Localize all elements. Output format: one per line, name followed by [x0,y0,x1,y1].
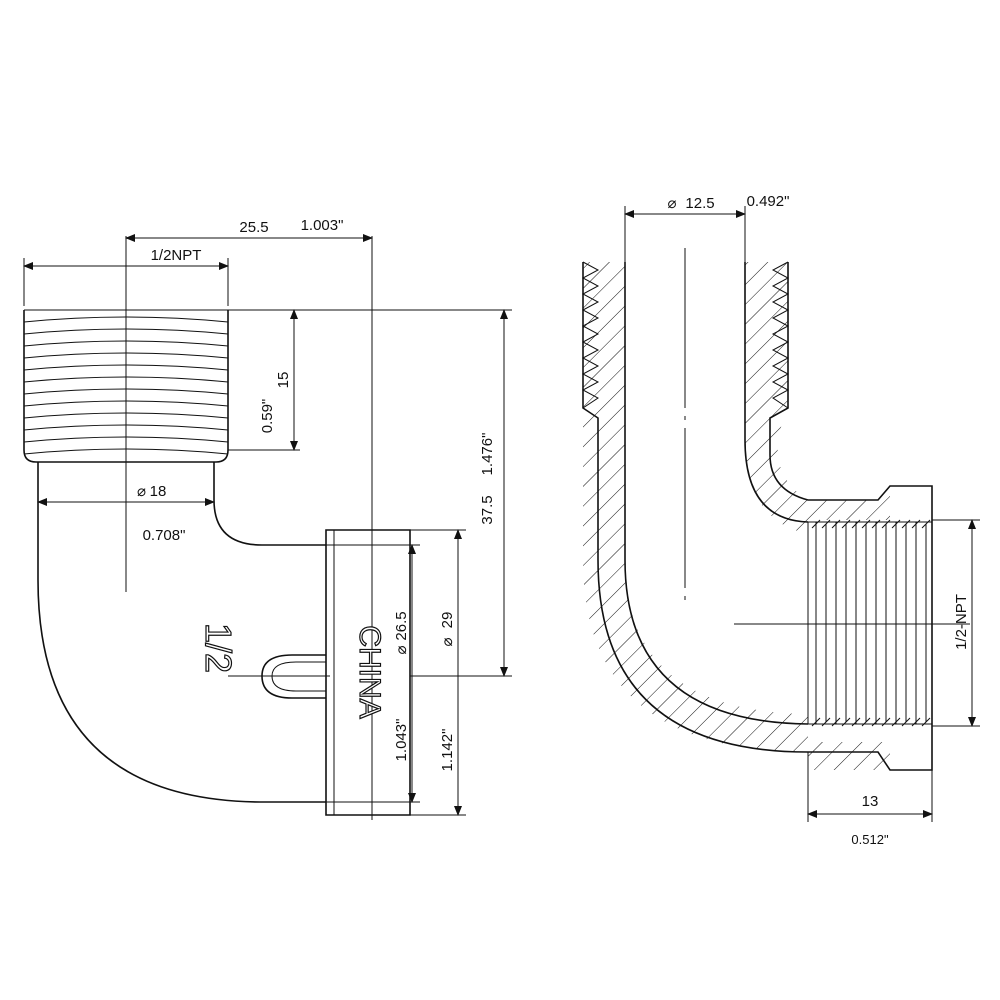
right-male-thread-right [771,261,790,409]
svg-text:⌀: ⌀ [137,483,146,500]
hex-inner-in: 1.043" [393,719,410,762]
thread-label: 1/2NPT [151,247,202,264]
casting-size-text: 1/2 [198,623,239,673]
dim-overall-width: 25.5 1.003" [125,217,373,242]
female-thread-label: 1/2-NPT [953,594,970,650]
dim-female-thread: 1/2-NPT [932,519,980,727]
left-bore-in: 0.708" [143,527,186,544]
dim-hex-outer: 29 ⌀ 1.142" [410,529,466,816]
dim-hex-inner: 26.5 ⌀ 1.043" [393,544,420,803]
female-length-in: 0.512" [851,832,889,847]
overall-width-mm: 25.5 [239,219,268,236]
right-section-hatch [583,262,808,752]
female-length-mm: 13 [862,793,879,810]
dim-thread-span: 1/2NPT [23,247,229,306]
overall-height-in: 1.476" [479,433,496,476]
left-bore-mm: 18 [150,483,167,500]
overall-height-mm: 37.5 [479,495,496,524]
svg-text:⌀: ⌀ [667,195,676,212]
thread-length-mm: 15 [275,372,292,389]
dim-thread-length: 15 0.59" [228,309,300,451]
hex-outer-dia-mm: 29 [439,612,456,629]
left-elbow-body [37,462,326,803]
right-inner-bore [624,262,809,725]
right-female-thread [807,519,933,727]
right-section-view: ⌀ 12.5 0.492" 1/2-NPT 13 0.512" [581,193,980,847]
dim-left-bore: ⌀ 18 0.708" [37,483,215,544]
dim-overall-height: 37.5 1.476" [228,309,512,677]
overall-width-in: 1.003" [301,217,344,234]
svg-text:⌀: ⌀ [439,637,456,646]
left-china-marking: CHINA [352,625,386,720]
dim-right-bore: ⌀ 12.5 0.492" [624,193,790,262]
right-bore-mm: 12.5 [685,195,714,212]
right-male-thread-left [581,261,600,409]
left-size-marking: 1/2 [197,622,239,673]
hex-outer-in: 1.142" [439,729,456,772]
dim-female-length: 13 0.512" [807,752,933,847]
right-bore-in: 0.492" [747,193,790,210]
thread-length-in: 0.59" [259,399,276,434]
casting-country-text: CHINA [353,625,386,718]
right-outer-contour [582,262,933,771]
left-elbow-view: 1/2 CHINA 25.5 1.003" 1/2NPT 15 [23,217,512,820]
hex-inner-dia-mm: 26.5 [393,611,410,640]
svg-text:⌀: ⌀ [393,645,410,654]
